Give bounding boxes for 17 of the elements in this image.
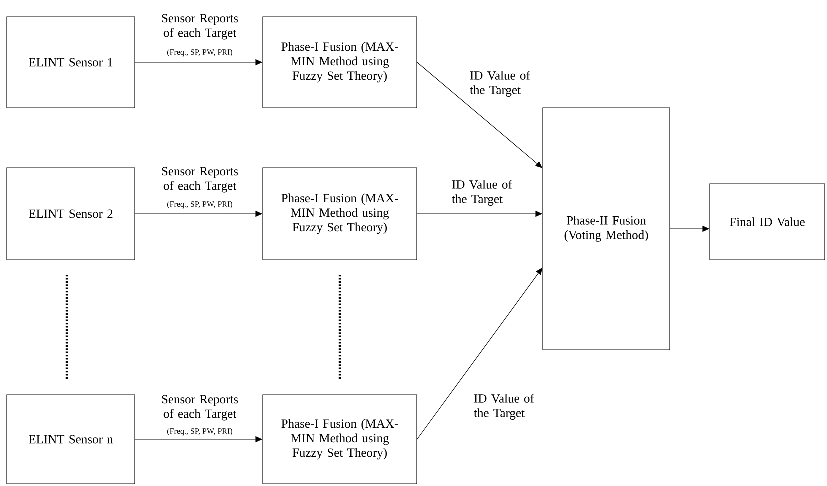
edge-label: ID Value of the Target (474, 394, 534, 420)
edge-label: ID Value of the Target (452, 180, 512, 206)
process-box: Phase-I Fusion (MAX-MIN Method using Fuzzy Set Theory) (262, 16, 418, 108)
process-box: ELINT Sensor 1 (6, 16, 136, 108)
process-box: Phase-I Fusion (MAX-MIN Method using Fuzzy Set Theory) (262, 168, 418, 260)
parameter-note: (Freq., SP, PW, PRI) (168, 49, 232, 57)
edge-label: Sensor Reports of each Target (162, 395, 238, 421)
process-box: Final ID Value (710, 184, 826, 260)
process-box: ELINT Sensor n (6, 394, 136, 484)
parameter-note: (Freq., SP, PW, PRI) (168, 201, 232, 209)
edge-label: Sensor Reports of each Target (162, 167, 238, 193)
process-box: ELINT Sensor 2 (6, 168, 136, 260)
edge-label: ID Value of the Target (470, 71, 530, 97)
process-box: Phase-II Fusion (Voting Method) (542, 108, 670, 350)
parameter-note: (Freq., SP, PW, PRI) (168, 428, 232, 436)
edge-label: Sensor Reports of each Target (162, 14, 238, 40)
process-box: Phase-I Fusion (MAX-MIN Method using Fuzzy Set Theory) (262, 394, 418, 484)
